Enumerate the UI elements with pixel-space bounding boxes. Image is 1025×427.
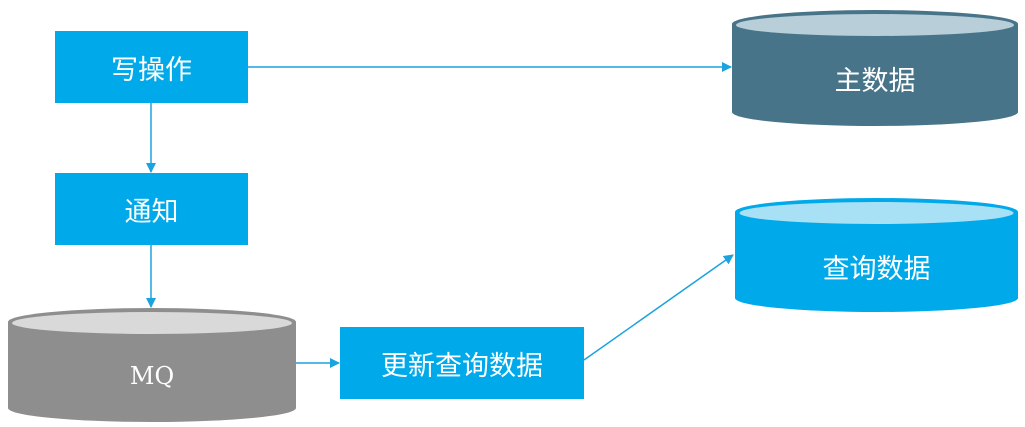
edge-update-to-query — [583, 254, 734, 361]
mq-cylinder — [8, 308, 296, 422]
primary-db-cylinder — [732, 10, 1018, 126]
update-query-node: 更新查询数据 — [340, 327, 584, 399]
write-op-label: 写操作 — [111, 54, 192, 86]
mq-label: MQ — [129, 362, 175, 390]
query-db-label: 查询数据 — [822, 253, 931, 285]
write-op-node: 写操作 — [55, 31, 248, 103]
notify-node: 通知 — [55, 173, 248, 245]
primary-db-label: 主数据 — [834, 65, 916, 97]
query-db-cylinder — [735, 198, 1018, 312]
update-query-label: 更新查询数据 — [381, 350, 543, 382]
notify-label: 通知 — [124, 196, 179, 228]
